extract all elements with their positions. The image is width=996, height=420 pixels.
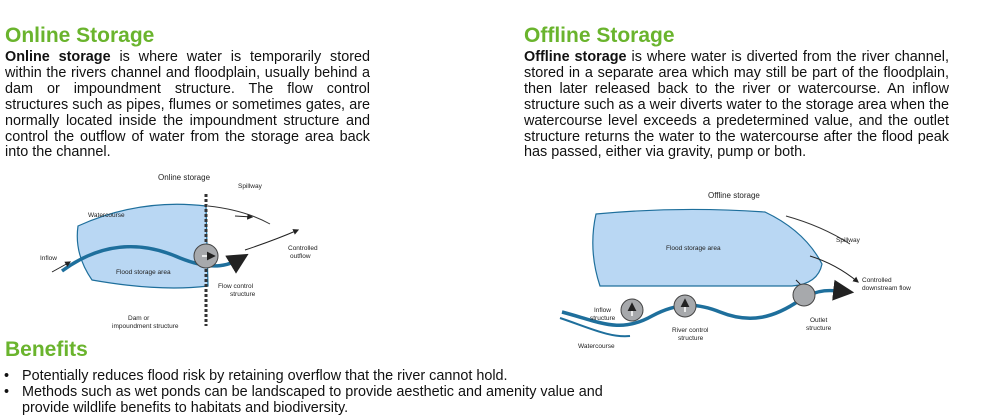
offline-spillway-label: Spillway [836,237,861,244]
online-watercourse-river [60,244,249,274]
offline-storage-term: Offline storage [524,49,627,65]
offline-river-control-label-2: structure [678,335,704,342]
offline-storage-heading: Offline Storage [524,24,675,47]
benefits-list: Potentially reduces flood risk by retain… [0,368,640,417]
online-dam-label-2: impoundment structure [112,323,179,330]
online-spillway-line [207,205,271,225]
online-inflow-arrow [51,261,72,273]
offline-controlled-flow-arrow [809,255,859,283]
online-watercourse-label: Watercourse [88,212,125,219]
offline-storage-diagram: Offline storage Flood storage area Spill… [559,191,911,350]
offline-watercourse-river-secondary [559,317,631,338]
online-storage-text: is where water is temporarily stored wit… [5,49,370,161]
online-flow-control-label-2: structure [230,291,256,298]
benefit-item: Potentially reduces flood risk by retain… [0,368,640,385]
online-storage-area-label: Flood storage area [116,269,171,276]
online-flow-control-label-1: Flow control [218,283,254,290]
benefit-item: Methods such as wet ponds can be landsca… [0,384,640,417]
benefits-heading: Benefits [5,338,88,361]
offline-controlled-label-1: Controlled [862,277,892,284]
online-storage-heading: Online Storage [5,24,155,47]
online-spillway-arrow [234,213,254,220]
online-storage-description: Online storage is where water is tempora… [5,49,370,161]
offline-outlet-label-1: Outlet [810,317,828,324]
offline-outlet-structure [792,283,816,307]
offline-inflow-label-2: structure [590,315,616,322]
online-dam-label-1: Dam or [128,315,150,322]
online-storage-term: Online storage [5,49,111,65]
offline-controlled-label-2: downstream flow [862,285,911,292]
online-controlled-outflow-arrow [244,229,300,251]
offline-inflow-label-1: Inflow [594,307,611,314]
offline-outlet-label-2: structure [806,325,832,332]
offline-diagram-title: Offline storage [708,191,760,200]
online-spillway-label: Spillway [238,183,263,190]
online-controlled-outflow-label-2: outflow [290,253,311,260]
offline-storage-description: Offline storage is where water is divert… [524,49,949,161]
online-controlled-outflow-label-1: Controlled [288,245,318,252]
offline-flood-storage-area [592,208,823,287]
online-diagram-title: Online storage [158,173,211,182]
offline-watercourse-label: Watercourse [578,343,615,350]
offline-storage-area-label: Flood storage area [666,245,721,252]
online-inflow-label: Inflow [40,255,57,262]
online-storage-diagram: Online storage Spillway Watercourse Infl… [40,173,318,330]
offline-spillway-line [785,215,851,245]
offline-river-control-label-1: River control [672,327,709,334]
offline-storage-text: is where water is diverted from the rive… [524,49,949,161]
